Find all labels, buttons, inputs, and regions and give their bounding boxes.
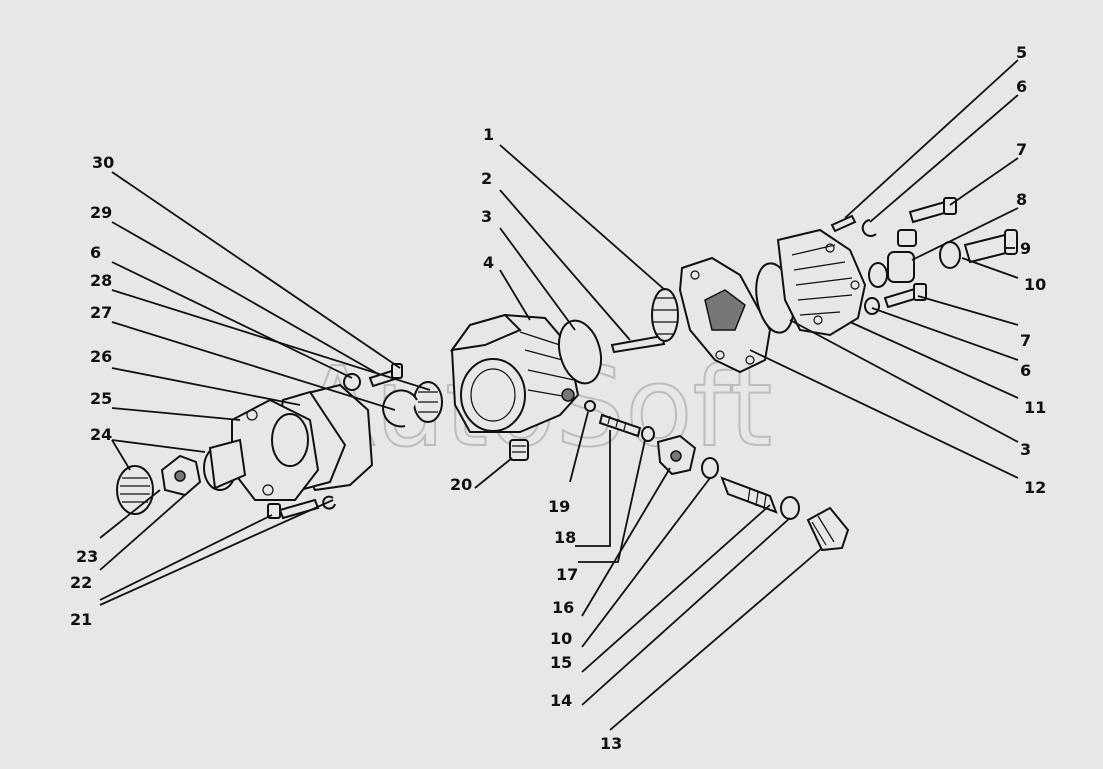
callout-13: 13 [600,734,622,753]
callout-5: 5 [1016,43,1027,62]
end-plate-part [678,256,772,374]
bearing-housing-part [203,438,247,491]
washer-part [861,219,877,237]
callout-labels: 1 2 3 4 5 6 7 8 9 10 7 6 11 3 12 30 29 6… [70,43,1046,753]
callout-29: 29 [90,203,112,222]
coupling-part [160,454,202,497]
callout-23: 23 [76,547,98,566]
valve-washer-part [641,426,655,442]
spring-pin-part [720,476,778,514]
cap-nut-part [806,506,850,552]
callout-7: 7 [1016,140,1027,159]
callout-6: 6 [1016,77,1027,96]
callout-6: 6 [90,243,101,262]
drive-gear-part [413,381,443,423]
callout-12: 12 [1024,478,1046,497]
callout-10: 10 [1024,275,1046,294]
ball-part [584,400,596,412]
callout-21: 21 [70,610,92,629]
callout-2: 2 [481,169,492,188]
leader-lines [99,59,1019,731]
callout-6: 6 [1020,361,1031,380]
cover-bolt-part [864,283,927,315]
callout-7: 7 [1020,331,1031,350]
callout-17: 17 [556,565,578,584]
cover-part [776,228,867,337]
callout-27: 27 [90,303,112,322]
callout-3: 3 [481,207,492,226]
sealing-ring-part [939,241,961,269]
callout-26: 26 [90,347,112,366]
callout-24: 24 [90,425,112,444]
callout-10: 10 [550,629,572,648]
spring-part [116,465,154,515]
snap-ring-part [382,389,418,428]
flange-bolt-part [267,498,320,520]
callout-3: 3 [1020,440,1031,459]
valve-ring-part [701,457,719,479]
callout-9: 9 [1020,239,1031,258]
adjust-nut-part [780,496,800,520]
callout-14: 14 [550,691,572,710]
callout-8: 8 [1016,190,1027,209]
valve-stem-part [598,413,642,438]
fitting-part [868,229,917,288]
callout-4: 4 [483,253,494,272]
callout-18: 18 [554,528,576,547]
bolt-part [908,197,957,224]
callout-30: 30 [92,153,114,172]
nut-part [343,373,361,391]
union-bolt-part [963,229,1018,264]
callout-22: 22 [70,573,92,592]
pin-part [830,214,857,233]
valve-seat-part [656,434,697,476]
callout-15: 15 [550,653,572,672]
callout-25: 25 [90,389,112,408]
drain-plug-part [509,439,529,461]
callout-16: 16 [552,598,574,617]
pump-body-part [449,313,580,433]
callout-1: 1 [483,125,494,144]
o-ring-part [557,319,603,385]
callout-19: 19 [548,497,570,516]
callout-11: 11 [1024,398,1046,417]
callout-20: 20 [450,475,472,494]
callout-28: 28 [90,271,112,290]
